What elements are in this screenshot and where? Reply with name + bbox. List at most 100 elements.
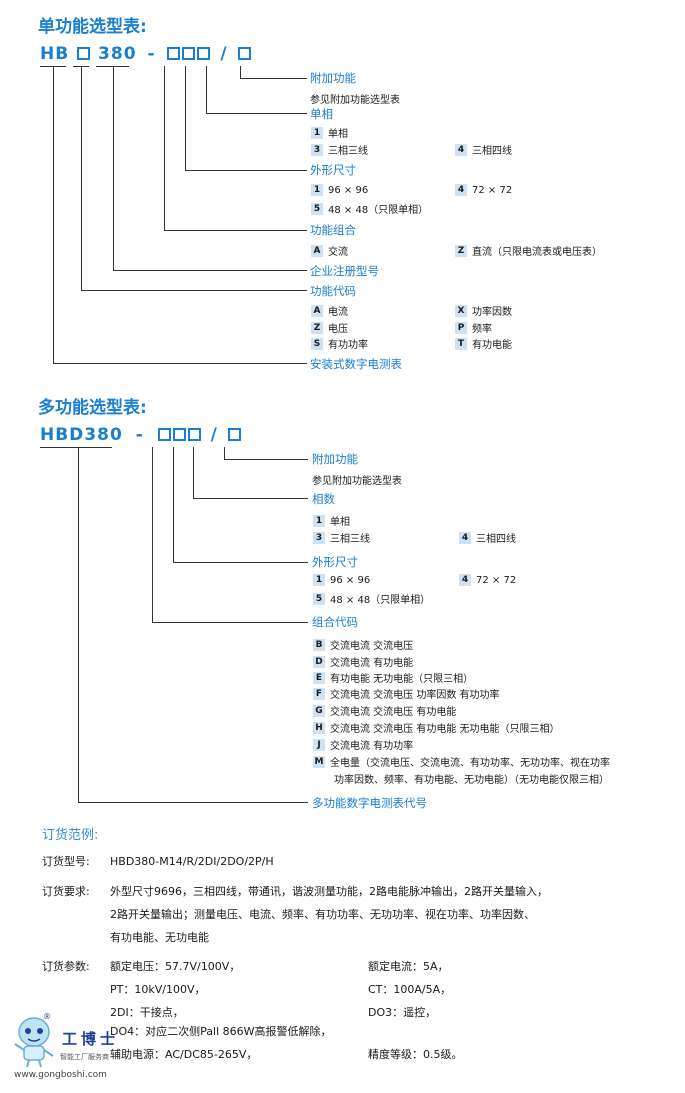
option-text: 单相 — [328, 129, 348, 140]
option-code: 4 — [455, 143, 467, 156]
option-text: 交流电流 有功功率 — [330, 741, 414, 752]
option-text: 三相四线 — [476, 534, 516, 545]
param-left: DO4：对应二次侧Pall 866W高报警低解除， — [110, 1025, 332, 1038]
option-code: B — [313, 638, 325, 651]
option: 4 三相四线 — [455, 142, 512, 157]
placeholder-box — [167, 47, 181, 60]
reg-label: 企业注册型号 — [310, 264, 379, 278]
option-text: 96 × 96 — [328, 184, 369, 196]
connector — [164, 230, 307, 231]
connector — [164, 66, 165, 230]
size-label: 外形尺寸 — [310, 163, 356, 177]
watermark-name: 工博士 — [62, 1030, 120, 1048]
addon-note: 参见附加功能选型表 — [312, 476, 402, 487]
order-req-key: 订货要求: — [42, 885, 90, 898]
meter-label: 多功能数字电测表代号 — [312, 796, 427, 810]
placeholder-box — [157, 428, 171, 441]
placeholder-box — [197, 47, 211, 60]
param-right: CT：100A/5A， — [368, 983, 452, 996]
code-sep: - — [147, 44, 156, 64]
option-text: 交流电流 交流电压 有功电能 无功电能（只限三相） — [330, 724, 560, 735]
option-code: D — [313, 655, 325, 668]
option: A 交流 — [311, 243, 348, 258]
connector — [185, 170, 307, 171]
order-req-line: 有功电能、无功电能 — [110, 931, 209, 944]
placeholder-box — [182, 47, 196, 60]
order-model-key: 订货型号: — [42, 855, 90, 868]
code-prefix: HBD380 — [40, 425, 123, 445]
option-text: 48 × 48（只限单相） — [328, 205, 429, 216]
option-code: A — [311, 304, 323, 317]
addon-note: 参见附加功能选型表 — [310, 95, 400, 106]
phase-label: 单相 — [310, 107, 333, 121]
option-text: 交流 — [328, 247, 348, 258]
connector — [152, 622, 308, 623]
option-code: 1 — [313, 574, 325, 586]
option-text: 三相四线 — [472, 146, 512, 157]
connector — [81, 290, 307, 291]
option-text: 三相三线 — [328, 146, 368, 157]
multi-title: 多功能选型表: — [38, 398, 147, 418]
option-code: 1 — [311, 126, 323, 139]
option-code: 1 — [313, 514, 325, 527]
multi-model-code: HBD380 - / — [40, 425, 242, 445]
option-code: T — [455, 337, 467, 350]
option-code: E — [313, 671, 325, 684]
option-text: 功率因数 — [472, 307, 512, 318]
connector — [206, 113, 307, 114]
connector — [224, 459, 308, 460]
connector — [173, 447, 174, 562]
placeholder-box — [187, 428, 201, 441]
combo-label: 组合代码 — [312, 615, 358, 629]
code-slash: / — [220, 44, 228, 64]
option-text: 直流（只限电流表或电压表） — [472, 247, 602, 258]
code-slash: / — [210, 425, 218, 445]
connector — [173, 562, 308, 563]
connector — [193, 498, 308, 499]
option-code: G — [313, 704, 325, 717]
option-code: A — [311, 244, 323, 257]
code-mid: 380 — [98, 44, 137, 64]
option-code: X — [455, 304, 467, 317]
option: D 交流电流 有功电能 — [313, 654, 413, 669]
option-text: 交流电流 有功电能 — [330, 658, 414, 669]
addon-label: 附加功能 — [312, 452, 358, 466]
single-title: 单功能选型表: — [38, 17, 147, 37]
option: X 功率因数 — [455, 303, 512, 318]
param-left: 额定电压：57.7V/100V， — [110, 960, 241, 973]
underline — [96, 66, 129, 67]
order-title: 订货范例: — [42, 828, 99, 843]
option: B 交流电流 交流电压 — [313, 637, 413, 652]
placeholder-box — [172, 428, 186, 441]
connector — [240, 66, 241, 78]
param-right: 额定电流：5A， — [368, 960, 449, 973]
param-left: 2DI：干接点， — [110, 1006, 184, 1019]
order-req-line: 2路开关量输出；测量电压、电流、频率、有功功率、无功功率、视在功率、功率因数、 — [110, 908, 535, 921]
connector — [193, 447, 194, 498]
option-code: H — [313, 721, 325, 734]
param-left: 辅助电源：AC/DC85-265V， — [110, 1048, 258, 1061]
trademark-symbol: ® — [43, 1012, 51, 1021]
option-code: 4 — [459, 574, 471, 586]
option: H 交流电流 交流电压 有功电能 无功电能（只限三相） — [313, 720, 560, 735]
option-text: 48 × 48（只限单相） — [330, 595, 431, 606]
connector — [240, 78, 307, 79]
option-text-cont: 功率因数、频率、有功电能、无功电能）（无功电能仅限三相） — [334, 775, 609, 786]
option-text: 交流电流 交流电压 — [330, 641, 414, 652]
func-label: 功能代码 — [310, 284, 356, 298]
order-req-line: 外型尺寸9696，三相四线，带通讯，谐波测量功能，2路电能脉冲输出，2路开关量输… — [110, 885, 548, 898]
option-code: P — [455, 321, 467, 334]
